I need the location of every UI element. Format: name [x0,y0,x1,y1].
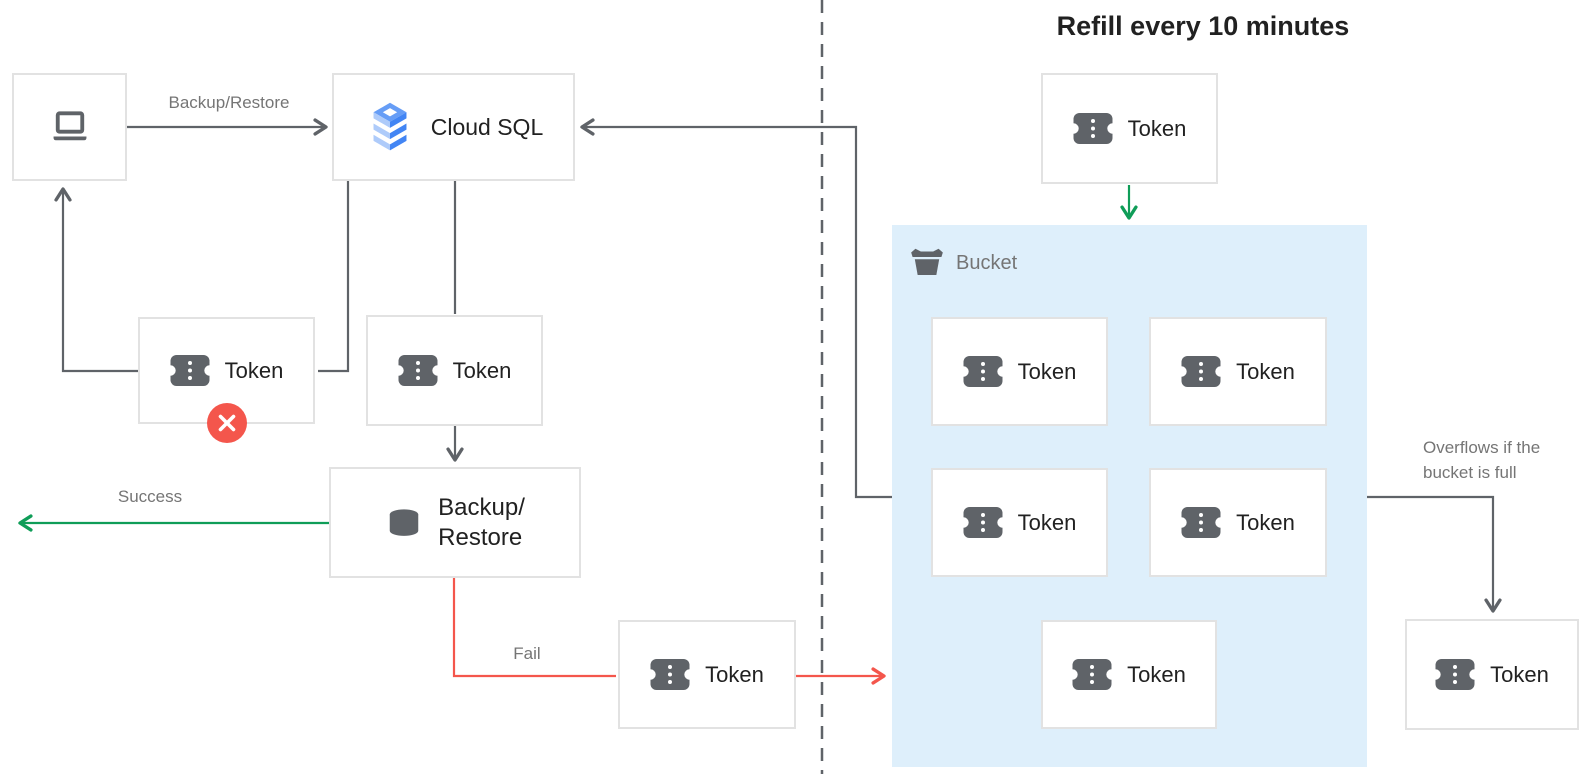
token-label: Token [224,357,284,383]
database-icon [385,508,423,538]
fail-label: Fail [513,644,541,663]
edge-bucket-to-cloudsql [580,118,892,499]
token-node-fail-output: Token [618,620,796,729]
token-node-overflow: Token [1405,619,1579,730]
token-label: Token [1017,358,1077,384]
cloud-sql-label: Cloud SQL [430,113,544,140]
token-node-bucket-5: Token [1041,620,1217,729]
token-label: Token [1236,509,1295,535]
cloud-sql-node: Cloud SQL [332,73,575,181]
client-node [12,73,127,181]
token-label: Token [1127,115,1187,141]
token-label: Token [705,661,764,687]
token-icon [1072,112,1113,145]
refill-title: Refill every 10 minutes [1056,11,1350,41]
token-icon [1072,658,1113,691]
token-node-bucket-2: Token [1149,317,1327,426]
token-node-refill-source: Token [1041,73,1218,184]
cloud-sql-icon [364,101,416,153]
overflow-label: Overflows if the bucket is full [1423,438,1541,482]
token-label: Token [1490,661,1549,687]
token-node-pre-backup: Token [366,315,543,426]
token-icon [962,506,1003,539]
token-label: Token [1127,661,1186,687]
token-icon [650,658,691,691]
token-node-bucket-4: Token [1149,468,1327,577]
token-icon [1181,506,1222,539]
backup-restore-label: Backup/ Restore [438,493,525,551]
edge-failed-token-to-client [54,187,138,373]
laptop-icon [49,109,91,145]
token-label: Token [1236,358,1295,384]
token-node-bucket-1: Token [931,317,1108,426]
token-label: Token [452,357,512,383]
backup-restore-node: Backup/ Restore [329,467,581,578]
bucket-header: Bucket [908,247,1017,279]
token-node-bucket-3: Token [931,468,1108,577]
backup-restore-edge-label: Backup/Restore [168,93,290,112]
token-icon [397,354,438,387]
edge-cloudsql-to-failed-token [318,181,350,373]
success-label: Success [117,487,183,506]
token-icon [1181,355,1222,388]
bucket-icon [908,247,946,279]
edge-overflow [1367,495,1502,613]
token-icon [1435,658,1476,691]
bucket-label: Bucket [956,251,1018,274]
edge-fail-to-token [452,578,616,678]
token-icon [962,355,1003,388]
error-badge [207,403,247,443]
x-circle-icon [218,414,236,432]
token-label: Token [1017,509,1077,535]
token-icon [169,354,210,387]
